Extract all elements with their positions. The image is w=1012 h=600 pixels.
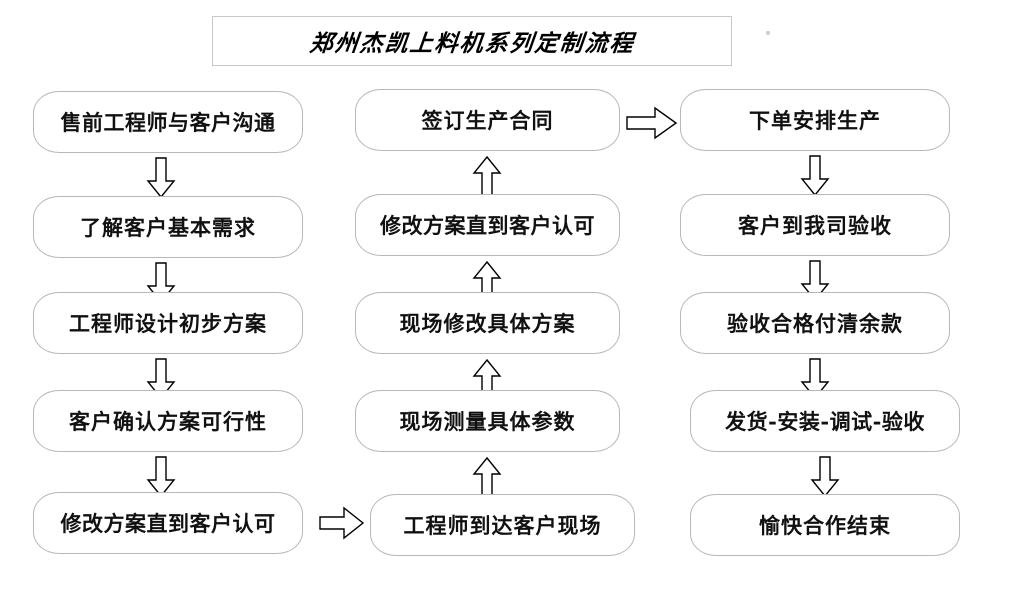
node-label: 修改方案直到客户认可 xyxy=(60,510,276,536)
node-revise-until-approved-col2[interactable]: 修改方案直到客户认可 xyxy=(355,194,620,256)
node-revise-until-approved-col1[interactable]: 修改方案直到客户认可 xyxy=(33,492,303,554)
node-label: 下单安排生产 xyxy=(749,107,881,133)
node-engineer-initial-design[interactable]: 工程师设计初步方案 xyxy=(33,292,303,354)
node-engineer-arrive-onsite[interactable]: 工程师到达客户现场 xyxy=(370,494,635,556)
arrow-right-col2-to-col3 xyxy=(626,106,678,140)
node-ship-install-commission-accept[interactable]: 发货-安装-调试-验收 xyxy=(690,390,960,452)
node-pay-balance-after-acceptance[interactable]: 验收合格付清余款 xyxy=(680,292,950,354)
node-place-order-schedule-production[interactable]: 下单安排生产 xyxy=(680,89,950,151)
arrow-down-3-1 xyxy=(800,155,830,197)
stray-speck xyxy=(766,31,770,35)
node-label: 签订生产合同 xyxy=(421,107,554,133)
node-label: 了解客户基本需求 xyxy=(80,214,256,240)
arrow-down-1-4 xyxy=(146,456,176,498)
node-presales-communication[interactable]: 售前工程师与客户沟通 xyxy=(33,91,303,153)
node-label: 客户确认方案可行性 xyxy=(69,408,267,434)
node-label: 现场修改具体方案 xyxy=(399,310,576,336)
chart-title-box: 郑州杰凯上料机系列定制流程 xyxy=(212,16,732,66)
node-label: 验收合格付清余款 xyxy=(727,310,903,336)
node-sign-production-contract[interactable]: 签订生产合同 xyxy=(355,89,620,151)
arrow-right-col1-to-col2 xyxy=(319,506,365,540)
node-label: 工程师设计初步方案 xyxy=(69,310,267,336)
chart-title: 郑州杰凯上料机系列定制流程 xyxy=(307,30,636,57)
node-understand-requirements[interactable]: 了解客户基本需求 xyxy=(33,196,303,258)
node-cooperation-ends-happily[interactable]: 愉快合作结束 xyxy=(690,494,960,556)
arrow-down-3-4 xyxy=(810,456,840,498)
node-label: 发货-安装-调试-验收 xyxy=(725,408,925,434)
node-onsite-revise-plan[interactable]: 现场修改具体方案 xyxy=(355,292,620,354)
node-onsite-measure-parameters[interactable]: 现场测量具体参数 xyxy=(355,390,620,452)
node-customer-inspection-at-factory[interactable]: 客户到我司验收 xyxy=(680,194,950,256)
node-label: 现场测量具体参数 xyxy=(399,408,576,434)
node-label: 愉快合作结束 xyxy=(759,512,891,538)
node-customer-confirm-feasibility[interactable]: 客户确认方案可行性 xyxy=(33,390,303,452)
node-label: 工程师到达客户现场 xyxy=(403,512,602,538)
arrow-down-1-1 xyxy=(146,157,176,199)
arrow-up-2-1 xyxy=(472,155,502,198)
node-label: 售前工程师与客户沟通 xyxy=(60,109,276,135)
node-label: 修改方案直到客户认可 xyxy=(380,212,595,238)
node-label: 客户到我司验收 xyxy=(738,212,892,238)
